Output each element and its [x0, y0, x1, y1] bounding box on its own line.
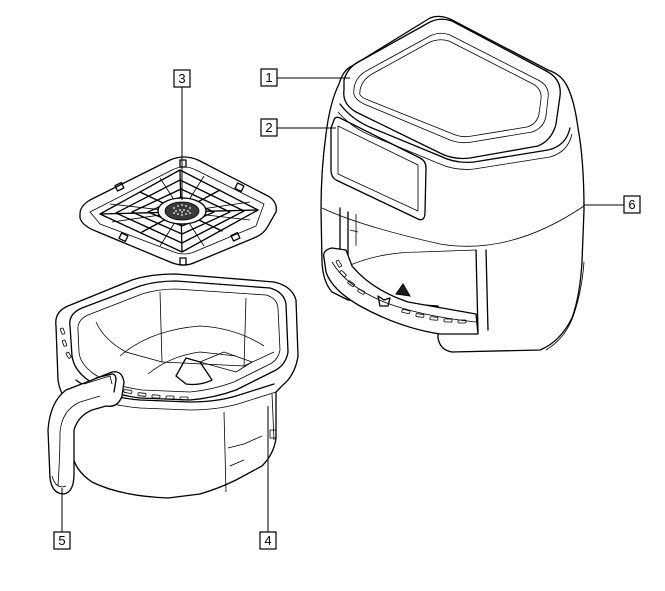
- air-fryer-main-unit: [320, 15, 585, 353]
- crisper-plate: [79, 156, 277, 266]
- callout-3-label: 3: [178, 71, 185, 86]
- callout-6: 6: [584, 195, 641, 214]
- callout-2: 2: [260, 118, 336, 137]
- callout-5-label: 5: [58, 533, 65, 548]
- callout-2-label: 2: [265, 120, 272, 135]
- basket-handle: [47, 371, 125, 495]
- callout-1: 1: [260, 68, 350, 87]
- callout-3: 3: [173, 69, 191, 200]
- crisper-feet: [114, 159, 245, 266]
- callout-4-label: 4: [264, 533, 271, 548]
- callout-6-label: 6: [628, 197, 635, 212]
- callouts: 1 2 3 4 5 6: [53, 68, 641, 550]
- warning-triangle-icon: [395, 283, 411, 297]
- callout-1-label: 1: [265, 70, 272, 85]
- tray-vent-slots: [335, 259, 467, 324]
- frying-basket: [55, 273, 299, 499]
- callout-4: 4: [259, 406, 277, 550]
- callout-5: 5: [53, 488, 71, 550]
